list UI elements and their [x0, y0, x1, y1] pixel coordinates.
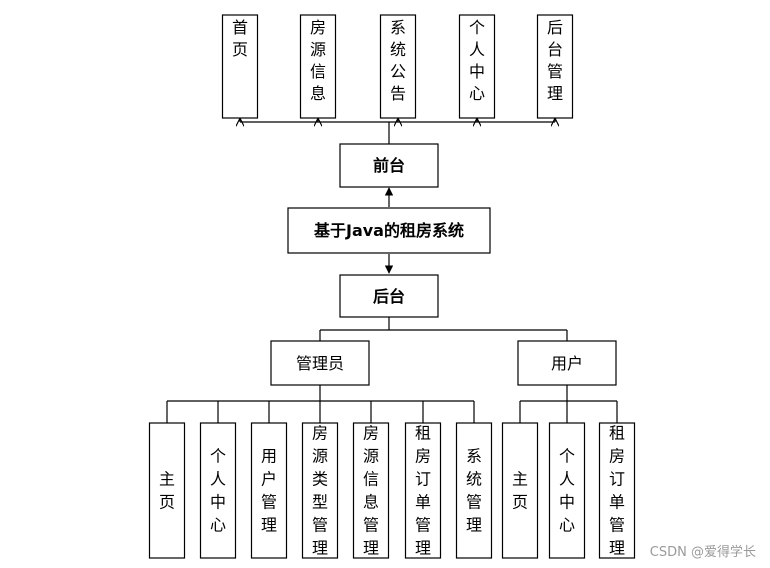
user-module-group: 主页 个人中心 租房订单管理	[501, 422, 636, 559]
frontend-module-2-label: 房源信息	[310, 18, 326, 103]
admin-module-group: 主页 个人中心 用户管理 房源类型管理 房源信息管理 租房订单管理 系统管理	[148, 422, 493, 559]
watermark-text: CSDN @爱得学长	[649, 545, 756, 560]
frontend-box: 前台	[339, 143, 439, 188]
frontend-module-3-label: 系统公告	[390, 18, 406, 103]
admin-module-1-label: 主页	[159, 470, 175, 512]
user-module-1-label: 主页	[512, 470, 528, 512]
frontend-module-4-label: 个人中心	[469, 18, 485, 103]
admin-module-5: 房源信息管理	[352, 422, 390, 559]
admin-module-3: 用户管理	[250, 422, 288, 559]
admin-module-4: 房源类型管理	[301, 422, 339, 559]
system-title: 基于Java的租房系统	[313, 221, 464, 240]
admin-module-2: 个人中心	[199, 422, 237, 559]
admin-module-5-label: 房源信息管理	[363, 424, 379, 558]
admin-role-box: 管理员	[270, 340, 370, 386]
user-module-3-label: 租房订单管理	[609, 424, 625, 558]
frontend-module-3: 系统公告	[379, 14, 417, 119]
user-module-1: 主页	[501, 422, 539, 559]
backend-box: 后台	[339, 274, 439, 318]
admin-module-2-label: 个人中心	[210, 447, 226, 535]
backend-label: 后台	[373, 287, 405, 306]
connector-lines	[166, 119, 618, 423]
user-module-2: 个人中心	[548, 422, 586, 559]
admin-module-3-label: 用户管理	[261, 447, 277, 535]
admin-module-6: 租房订单管理	[404, 422, 442, 559]
user-module-3: 租房订单管理	[598, 422, 636, 559]
user-role-box: 用户	[517, 340, 617, 386]
admin-role-label: 管理员	[296, 354, 344, 373]
admin-module-1: 主页	[148, 422, 186, 559]
admin-module-4-label: 房源类型管理	[312, 424, 328, 558]
frontend-module-5-label: 后台管理	[547, 18, 563, 103]
user-role-label: 用户	[551, 354, 583, 373]
admin-module-6-label: 租房订单管理	[415, 424, 431, 558]
frontend-module-5: 后台管理	[536, 14, 574, 119]
system-box: 基于Java的租房系统	[287, 207, 491, 254]
user-module-2-label: 个人中心	[559, 447, 575, 535]
frontend-module-1: 首页	[221, 14, 259, 119]
frontend-module-group: 首页 房源信息 系统公告 个人中心 后台管理	[221, 14, 574, 119]
admin-module-7-label: 系统管理	[466, 447, 482, 535]
admin-module-7: 系统管理	[455, 422, 493, 559]
frontend-module-1-label: 首页	[232, 18, 248, 59]
frontend-module-4: 个人中心	[458, 14, 496, 119]
frontend-module-2: 房源信息	[299, 14, 337, 119]
frontend-label: 前台	[373, 156, 405, 175]
